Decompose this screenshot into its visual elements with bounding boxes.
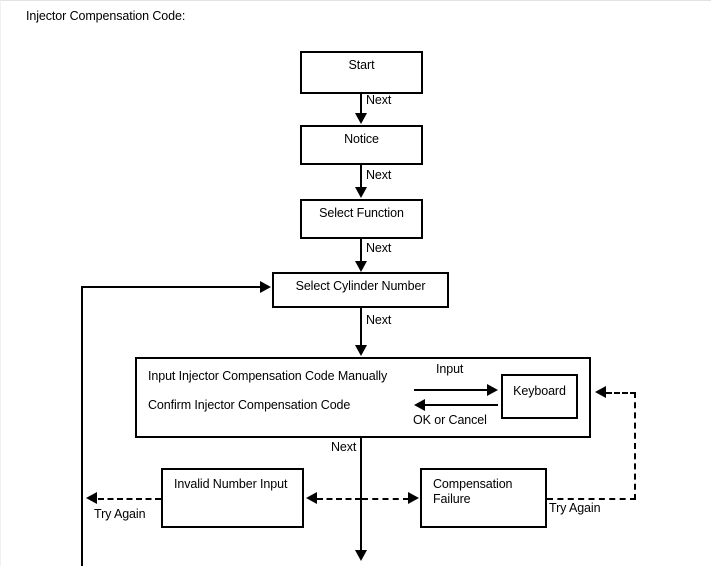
edge-notice-to-select-function-line — [360, 165, 362, 187]
edge-cylinder-to-input-label: Next — [366, 313, 392, 327]
edge-failure-try-again-dash-horizontal-top — [606, 392, 636, 394]
edge-select-function-to-cylinder-line — [360, 239, 362, 267]
edge-keyboard-to-input-line — [425, 404, 498, 406]
edge-select-function-to-cylinder-label: Next — [366, 241, 392, 255]
return-line-left-vertical — [81, 286, 83, 566]
edge-start-to-notice-line — [360, 94, 362, 115]
edge-input-to-keyboard-arrowhead — [487, 384, 498, 396]
edge-input-to-keyboard-line — [414, 389, 488, 391]
node-select-function[interactable]: Select Function — [300, 199, 423, 239]
node-input-panel-line2: Confirm Injector Compensation Code — [148, 398, 351, 412]
edge-invalid-try-again-dash — [98, 498, 161, 500]
node-notice[interactable]: Notice — [300, 125, 423, 165]
edge-input-to-next-line — [360, 438, 362, 559]
node-compensation-failure[interactable]: Compensation Failure — [420, 468, 547, 528]
edge-failure-try-again-dash-vertical — [634, 392, 636, 500]
edge-failure-try-again-label: Try Again — [549, 501, 601, 515]
node-keyboard[interactable]: Keyboard — [501, 374, 578, 419]
edge-center-to-failure-arrowhead — [408, 492, 419, 504]
edge-keyboard-to-input-label: OK or Cancel — [413, 413, 487, 427]
node-start-label: Start — [348, 58, 375, 72]
edge-start-to-notice-label: Next — [366, 93, 392, 107]
edge-cylinder-to-input-arrowhead — [355, 345, 367, 356]
edge-input-to-next-arrowhead — [355, 550, 367, 561]
edge-invalid-try-again-arrowhead — [86, 492, 97, 504]
edge-invalid-try-again-label: Try Again — [94, 507, 146, 521]
edge-notice-to-select-function-arrowhead — [355, 187, 367, 198]
edge-failure-try-again-dash-horizontal-bottom — [547, 498, 636, 500]
edge-input-to-next-label: Next — [331, 440, 357, 454]
edge-select-function-to-cylinder-arrowhead — [355, 261, 367, 272]
node-select-cylinder-number[interactable]: Select Cylinder Number — [272, 272, 449, 308]
node-select-function-label: Select Function — [319, 206, 404, 220]
node-invalid-number-input[interactable]: Invalid Number Input — [161, 468, 304, 528]
page-title: Injector Compensation Code: — [26, 9, 186, 23]
node-notice-label: Notice — [344, 132, 379, 146]
return-line-left-arrowhead — [260, 281, 271, 293]
node-keyboard-label: Keyboard — [513, 384, 566, 398]
edge-notice-to-select-function-label: Next — [366, 168, 392, 182]
edge-input-to-keyboard-label: Input — [436, 362, 464, 376]
edge-center-to-invalid-dash — [317, 498, 361, 500]
node-invalid-number-input-label: Invalid Number Input — [174, 477, 288, 491]
return-line-left-horizontal — [81, 286, 261, 288]
node-start[interactable]: Start — [300, 51, 423, 94]
node-input-panel-line1: Input Injector Compensation Code Manuall… — [148, 369, 388, 383]
node-input-panel[interactable]: Input Injector Compensation Code Manuall… — [135, 357, 591, 438]
edge-center-to-failure-dash — [362, 498, 409, 500]
edge-start-to-notice-arrowhead — [355, 113, 367, 124]
edge-keyboard-to-input-arrowhead — [414, 399, 425, 411]
edge-failure-try-again-arrowhead — [595, 386, 606, 398]
node-compensation-failure-label: Compensation Failure — [433, 477, 513, 506]
node-select-cylinder-number-label: Select Cylinder Number — [295, 279, 426, 293]
edge-cylinder-to-input-line — [360, 308, 362, 348]
edge-center-to-invalid-arrowhead — [306, 492, 317, 504]
